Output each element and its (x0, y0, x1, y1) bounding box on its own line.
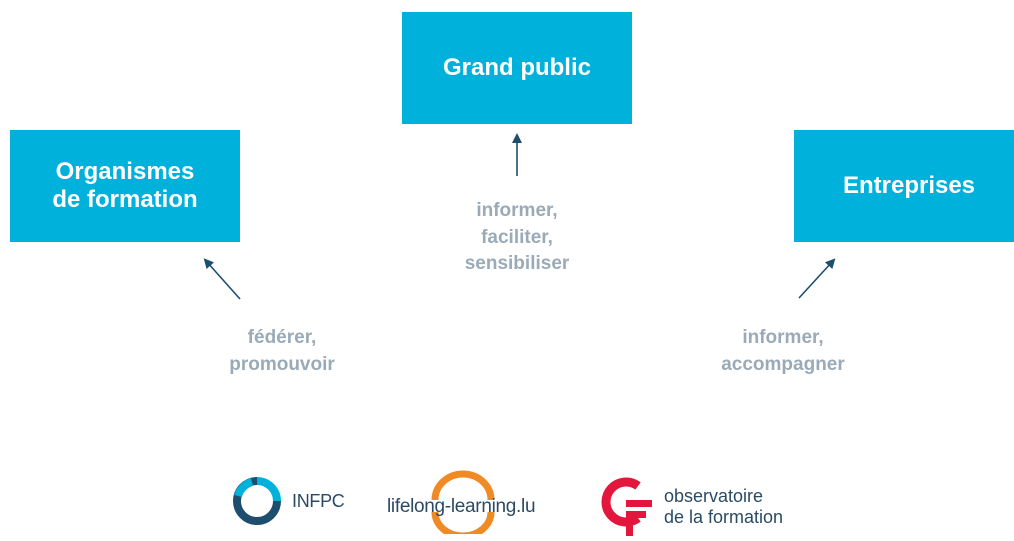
node-grand-public-label: Grand public (442, 53, 591, 81)
arrow-to-entreprises (798, 258, 836, 299)
observatoire-mark-icon (601, 477, 652, 536)
node-entreprises-label: Entreprises (842, 171, 976, 199)
edge-label-grand-public: informer, faciliter, sensibiliser (464, 200, 570, 275)
lifelong-arc-icon (431, 470, 495, 534)
logo-infpc-text: INFPC (292, 490, 345, 511)
logo-observatoire: observatoire de la formation (600, 476, 783, 538)
node-entreprises: Entreprises (794, 130, 1014, 242)
node-grand-public: Grand public (402, 12, 632, 124)
logo-observatoire-text: observatoire de la formation (664, 486, 784, 527)
edge-label-entreprises: informer, accompagner (721, 327, 845, 375)
node-organismes-label: Organismes de formation (52, 157, 198, 213)
edge-label-organismes: fédérer, promouvoir (229, 327, 335, 375)
node-organismes-de-formation: Organismes de formation (10, 130, 240, 242)
infpc-ring-icon (233, 477, 281, 525)
arrow-to-organismes (203, 258, 241, 300)
logo-infpc: INFPC (232, 476, 345, 526)
logo-lifelong-text: lifelong-learning.lu (387, 496, 536, 517)
logo-lifelong-learning: lifelong-learning.lu (387, 470, 547, 536)
